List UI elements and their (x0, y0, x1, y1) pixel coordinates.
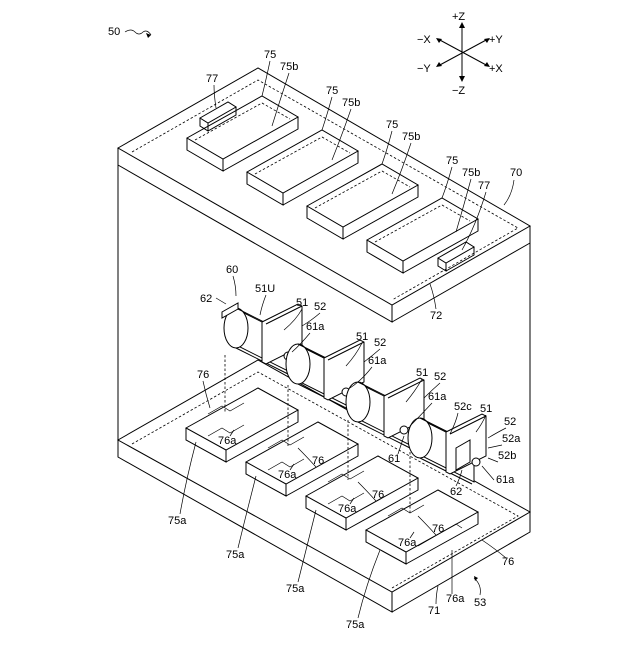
label-76a-1: 76a (218, 435, 237, 447)
axis-plus-z: +Z (452, 11, 465, 23)
label-52a: 52a (502, 433, 521, 445)
label-76-2: 76 (312, 455, 324, 467)
label-52-3: 52 (434, 371, 446, 383)
label-61a-4: 61a (496, 474, 515, 486)
label-61a-1: 61a (306, 321, 325, 333)
label-75-4: 75 (446, 155, 458, 167)
ref-50-label: 50 (108, 26, 120, 38)
lower-pocket-1 (186, 388, 298, 462)
label-62-bottom: 62 (450, 486, 462, 498)
label-72: 72 (430, 310, 442, 322)
lower-pocket-2 (246, 422, 358, 496)
label-61: 61 (388, 453, 400, 465)
label-75b-3: 75b (402, 131, 420, 143)
axes-indicator: +Z −Z −X +X +Y −Y (417, 11, 503, 97)
axis-minus-x: −X (417, 34, 431, 46)
label-52-2: 52 (374, 337, 386, 349)
label-76a-5: 76a (446, 593, 465, 605)
label-75b-2: 75b (342, 97, 360, 109)
label-75b-1: 75b (280, 61, 298, 73)
lower-pocket-4 (366, 490, 478, 564)
label-62-top: 62 (200, 293, 212, 305)
axis-minus-z: −Z (452, 85, 465, 97)
label-76a-3: 76a (338, 503, 357, 515)
label-52-1: 52 (314, 301, 326, 313)
label-75a-4: 75a (346, 619, 365, 631)
label-76-4: 76 (432, 523, 444, 535)
label-52c: 52c (454, 401, 472, 413)
label-53: 53 (474, 597, 486, 609)
label-77-1: 77 (206, 73, 218, 85)
label-52b: 52b (498, 450, 516, 462)
label-76-5: 76 (502, 556, 514, 568)
label-76a-4: 76a (398, 537, 417, 549)
label-76a-2: 76a (278, 469, 297, 481)
label-75a-1: 75a (168, 515, 187, 527)
label-51-3: 51 (416, 367, 428, 379)
cell-4 (408, 414, 486, 484)
axis-minus-y: −Y (417, 63, 431, 75)
label-51-2: 51 (356, 331, 368, 343)
lower-pocket-3 (306, 456, 418, 530)
label-77-2: 77 (478, 180, 490, 192)
label-75b-4: 75b (462, 167, 480, 179)
upper-tab-left (200, 102, 236, 131)
label-75-2: 75 (326, 85, 338, 97)
axis-plus-y: +Y (489, 34, 503, 46)
label-51U: 51U (255, 283, 275, 295)
label-75a-3: 75a (286, 583, 305, 595)
upper-pocket-2 (247, 130, 358, 205)
label-75a-2: 75a (226, 549, 245, 561)
label-76-3: 76 (372, 489, 384, 501)
label-51-1: 51 (296, 297, 308, 309)
label-76-1: 76 (197, 369, 209, 381)
label-52-4: 52 (504, 416, 516, 428)
label-61a-3: 61a (428, 391, 447, 403)
label-70: 70 (510, 167, 522, 179)
label-75-1: 75 (264, 49, 276, 61)
label-71: 71 (428, 605, 440, 617)
upper-pocket-1 (187, 96, 298, 171)
label-60: 60 (226, 264, 238, 276)
upper-case (118, 68, 530, 322)
label-51-4: 51 (480, 403, 492, 415)
upper-pocket-3 (307, 164, 418, 239)
label-75-3: 75 (386, 119, 398, 131)
axis-plus-x: +X (489, 63, 503, 75)
